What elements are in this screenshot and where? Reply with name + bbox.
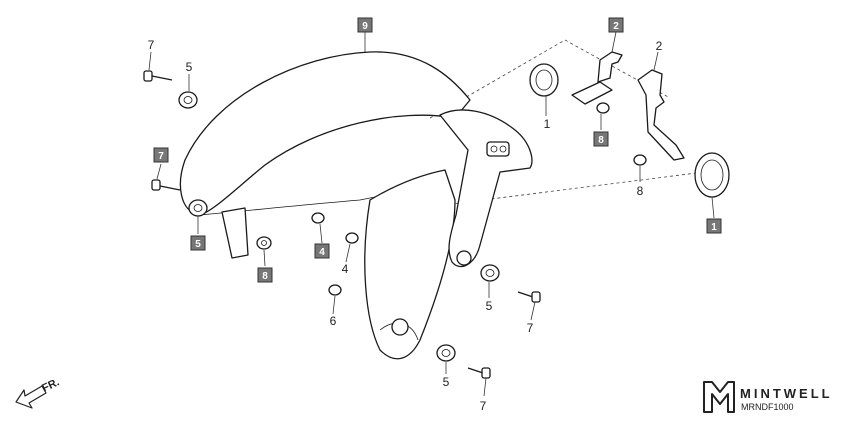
brand-logo: MINTWELL MRNDF1000 <box>703 381 833 413</box>
callout-5-top: 5 <box>186 60 193 74</box>
svg-text:5: 5 <box>195 239 201 250</box>
callout-4-box: 4 <box>314 243 330 259</box>
part-bolt-7-top <box>143 70 173 82</box>
part-bolt-7-mid <box>517 291 541 303</box>
part-collar-4-b <box>345 232 359 244</box>
callout-7-box: 7 <box>153 147 169 163</box>
mintwell-logo-icon <box>703 381 735 413</box>
svg-text:4: 4 <box>319 247 325 258</box>
svg-text:8: 8 <box>262 271 268 282</box>
part-bolt-7-bottom <box>467 367 491 379</box>
part-reflector-1 <box>694 152 730 198</box>
callout-6-plain: 6 <box>330 314 337 328</box>
part-reflector-mount-1 <box>529 63 559 97</box>
part-collar-6 <box>328 284 342 296</box>
callout-5-box: 5 <box>190 235 206 251</box>
callout-5-bottom: 5 <box>443 375 450 389</box>
brand-code: MRNDF1000 <box>741 402 794 412</box>
part-grommet-5-left <box>188 199 208 217</box>
callout-2-plain: 2 <box>656 39 663 53</box>
callout-9-box: 9 <box>357 17 373 33</box>
part-collar-4-a <box>311 212 325 224</box>
callout-7-mid: 7 <box>527 321 534 335</box>
direction-label: FR. <box>40 376 61 394</box>
front-fender <box>179 51 533 360</box>
svg-text:8: 8 <box>598 135 604 146</box>
part-bolt-7-left <box>151 179 181 191</box>
arrow-icon <box>15 385 47 409</box>
part-nut-8-right <box>633 154 647 166</box>
front-direction-arrow: FR. <box>15 376 61 409</box>
svg-text:9: 9 <box>362 21 368 32</box>
part-nut-8-top <box>596 102 610 114</box>
part-grommet-5-mid <box>480 264 500 282</box>
callout-1-plain: 1 <box>544 117 551 131</box>
callout-4-plain: 4 <box>342 262 349 276</box>
part-bracket-2-b <box>637 69 685 161</box>
callout-7-bottom: 7 <box>480 399 487 413</box>
part-grommet-5-top <box>178 91 198 109</box>
callout-8-plain: 8 <box>637 184 644 198</box>
brand-name: MINTWELL <box>740 386 833 401</box>
callout-5-mid: 5 <box>486 299 493 313</box>
svg-text:2: 2 <box>613 21 619 32</box>
part-bracket-2-a <box>571 51 623 105</box>
svg-text:1: 1 <box>711 222 717 233</box>
callout-2-box: 2 <box>608 17 624 33</box>
callout-8-box-bottom: 8 <box>257 267 273 283</box>
svg-text:7: 7 <box>158 151 164 162</box>
part-nut-8-left <box>256 236 272 250</box>
part-grommet-5-bottom <box>436 344 456 362</box>
callout-1-box: 1 <box>706 218 722 234</box>
leader-lines <box>148 31 715 397</box>
callout-7-top: 7 <box>148 38 155 52</box>
callout-8-box-top: 8 <box>593 131 609 147</box>
